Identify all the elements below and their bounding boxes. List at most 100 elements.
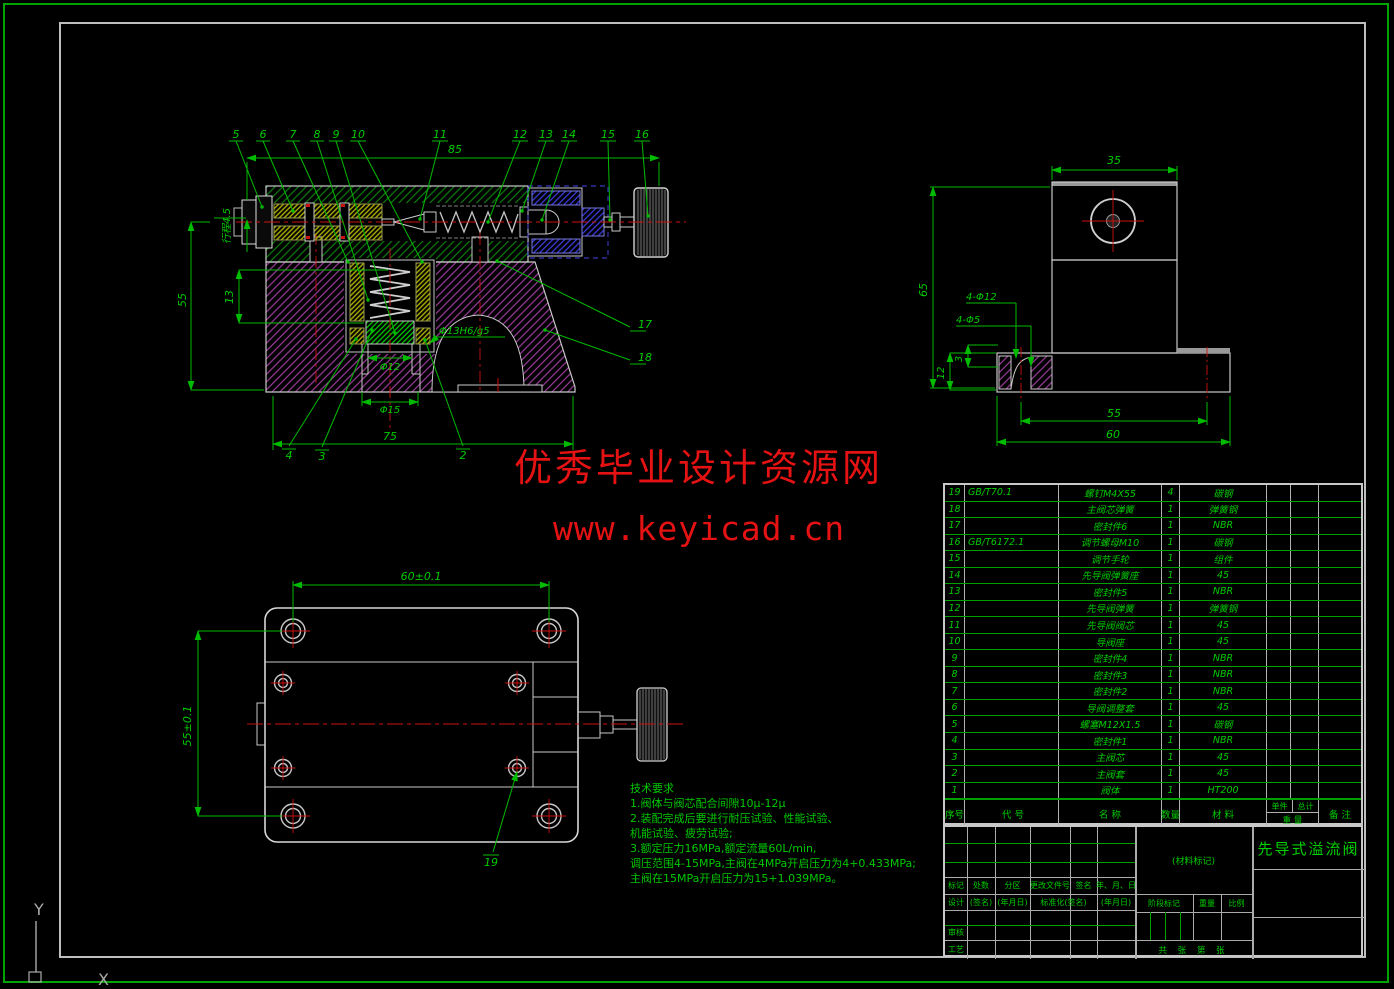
callout-18: 18 xyxy=(638,351,652,364)
bom-cell: NBR xyxy=(1180,518,1267,534)
bom-cell xyxy=(1291,501,1319,518)
bom-cell: 组件 xyxy=(1180,551,1267,567)
bom-cell xyxy=(1291,534,1319,551)
bom-cell xyxy=(1319,716,1361,732)
tb-audit: 审核 xyxy=(948,928,964,937)
bom-cell xyxy=(1267,666,1291,683)
bom-cell xyxy=(965,633,1059,650)
bom-cell xyxy=(1319,700,1361,716)
bom-cell: 19 xyxy=(945,485,965,501)
bom-cell xyxy=(965,699,1059,716)
callout-14: 14 xyxy=(562,128,576,141)
bom-cell: 调节螺母M10 xyxy=(1059,534,1162,551)
bom-cell xyxy=(1319,766,1361,782)
bom-cell xyxy=(1267,567,1291,584)
tech-line: 调压范围4-15MPa,主阀在4MPa开启压力为4+0.433MPa; xyxy=(630,857,916,870)
bom-cell: NBR xyxy=(1180,732,1267,749)
plan-view[interactable] xyxy=(247,607,686,843)
bom-cell: 45 xyxy=(1180,567,1267,584)
bom-header-weight: 重 量 xyxy=(1282,816,1303,826)
bom-cell xyxy=(1319,485,1361,501)
bom-cell xyxy=(1267,699,1291,716)
bom-cell xyxy=(1291,584,1319,600)
bom-cell xyxy=(1267,485,1291,501)
bom-cell: 1 xyxy=(1162,683,1180,699)
bom-cell: NBR xyxy=(1180,650,1267,666)
bom-cell: GB/T70.1 xyxy=(965,485,1059,501)
tb-standard: 标准化(签名) xyxy=(1040,897,1087,907)
bom-cell xyxy=(1291,699,1319,716)
dim-85: 85 xyxy=(448,143,462,156)
bom-cell xyxy=(1291,666,1319,683)
bom-cell: 主阀芯弹簧 xyxy=(1059,501,1162,518)
bom-cell xyxy=(1319,783,1361,799)
dim-65: 65 xyxy=(917,283,930,297)
bom-cell xyxy=(1267,782,1291,799)
bom-cell xyxy=(1291,683,1319,699)
tech-title: 技术要求 xyxy=(630,782,674,795)
bom-cell: 弹簧钢 xyxy=(1180,600,1267,617)
bom-cell xyxy=(965,683,1059,699)
bom-cell: NBR xyxy=(1180,584,1267,600)
side-view-annotations: 35 65 4-Φ12 4-Φ5 3 12 55 60 xyxy=(917,154,1231,446)
bom-cell: 1 xyxy=(1162,650,1180,666)
bom-header-material: 材 料 xyxy=(1180,800,1267,827)
bom-cell: 9 xyxy=(945,650,965,666)
dim-13: 13 xyxy=(223,290,236,304)
bom-cell: 密封件1 xyxy=(1059,732,1162,749)
callout-8: 8 xyxy=(314,128,321,141)
bom-cell: NBR xyxy=(1180,683,1267,699)
bom-cell xyxy=(1267,551,1291,567)
tb-design-date: (年月日) xyxy=(997,897,1028,907)
bom-cell: 碳钢 xyxy=(1180,485,1267,501)
bom-cell: 6 xyxy=(945,699,965,716)
side-view[interactable] xyxy=(996,181,1231,400)
bom-cell: 1 xyxy=(1162,567,1180,584)
bom-cell: 1 xyxy=(1162,782,1180,799)
bom-cell: 碳钢 xyxy=(1180,534,1267,551)
bom-cell xyxy=(965,666,1059,683)
bom-cell xyxy=(1291,633,1319,650)
callout-5: 5 xyxy=(233,128,240,141)
bom-cell: 密封件5 xyxy=(1059,584,1162,600)
bom-cell: 弹簧钢 xyxy=(1180,501,1267,518)
bom-cell: 14 xyxy=(945,567,965,584)
bom-cell: 螺钉M4X55 xyxy=(1059,485,1162,501)
bom-cell: 密封件3 xyxy=(1059,666,1162,683)
bom-cell xyxy=(1267,617,1291,633)
tb-sheet: 共 张 第 张 xyxy=(1158,945,1229,956)
bom-cell xyxy=(1291,749,1319,766)
bom-cell: 螺塞M12X1.5 xyxy=(1059,716,1162,732)
drawing-title: 先导式溢流阀 xyxy=(1257,839,1360,858)
bom-cell xyxy=(1291,551,1319,567)
bom-cell xyxy=(1319,551,1361,567)
bom-cell xyxy=(1267,716,1291,732)
bom-cell xyxy=(1267,732,1291,749)
bom-cell xyxy=(1319,683,1361,699)
tb-scale: 比例 xyxy=(1228,898,1245,908)
plan-view-annotations: 60±0.1 55±0.1 19 xyxy=(181,570,550,869)
section-view[interactable] xyxy=(233,185,686,428)
bom-header-unit: 单件 xyxy=(1267,800,1293,812)
bom-cell xyxy=(1267,650,1291,666)
tb-material-mark: (材料标记) xyxy=(1171,857,1216,867)
drawing-frame xyxy=(59,22,1366,958)
bom-cell xyxy=(965,732,1059,749)
tb-stage: 阶段标记 xyxy=(1148,898,1180,908)
callout-16: 16 xyxy=(635,128,649,141)
bom-cell: 11 xyxy=(945,617,965,633)
tech-line: 机能试验、疲劳试验; xyxy=(630,827,733,840)
dim-60: 60 xyxy=(1106,428,1120,441)
bom-cell xyxy=(965,600,1059,617)
dim-60-plan: 60±0.1 xyxy=(401,570,442,583)
